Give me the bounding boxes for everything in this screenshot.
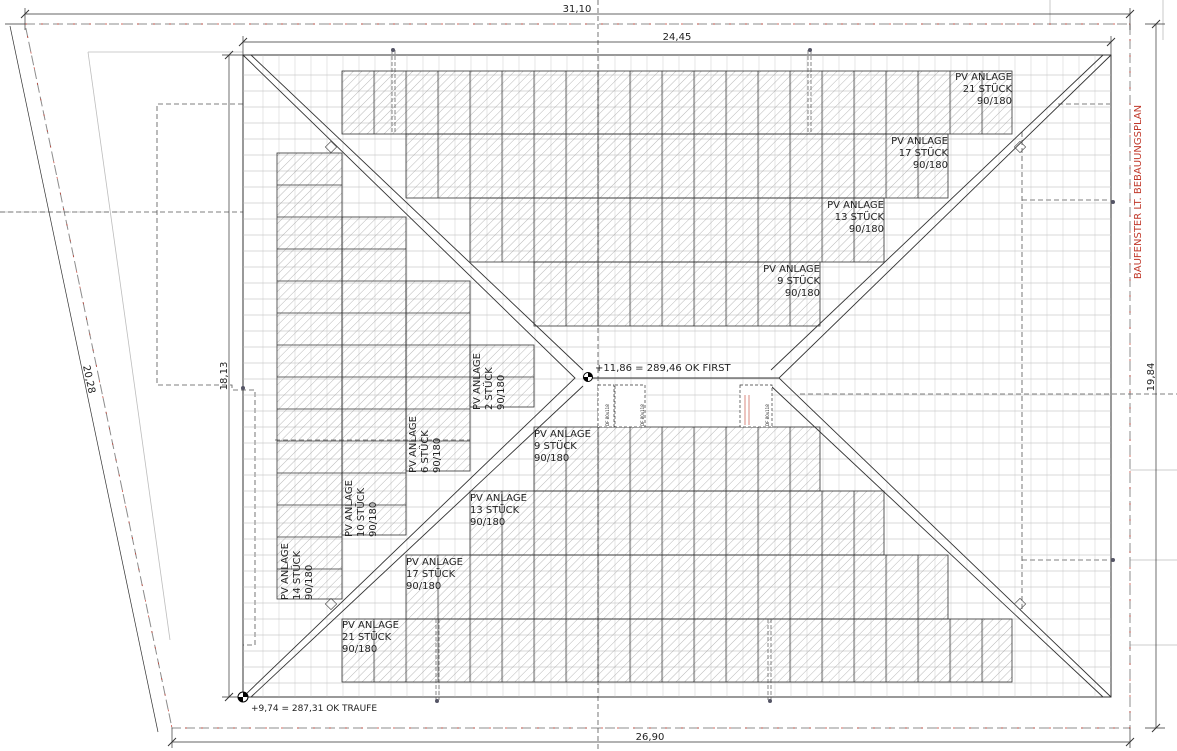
- svg-text:PV ANLAGE: PV ANLAGE: [472, 353, 483, 410]
- dimension-lines: [5, 8, 1165, 748]
- dormer-windows: [597, 384, 773, 428]
- eave-elevation-marker: [237, 691, 249, 703]
- svg-text:PV ANLAGE: PV ANLAGE: [344, 480, 355, 537]
- svg-text:90/180: 90/180: [368, 502, 379, 537]
- pv-module-grid: [277, 71, 983, 682]
- svg-text:90/180: 90/180: [406, 581, 441, 592]
- svg-text:17 STÜCK: 17 STÜCK: [406, 567, 456, 580]
- svg-text:17 STÜCK: 17 STÜCK: [899, 146, 949, 159]
- svg-text:6 STÜCK: 6 STÜCK: [418, 430, 431, 473]
- boundary-label: BAUFENSTER LT. BEBAUUNGSPLAN: [1133, 105, 1144, 279]
- svg-text:10 STÜCK: 10 STÜCK: [354, 487, 367, 537]
- svg-text:PV ANLAGE: PV ANLAGE: [408, 416, 419, 473]
- pv-label-west-1: PV ANLAGE 2 STÜCK 90/180: [472, 353, 507, 410]
- svg-text:90/180: 90/180: [432, 438, 443, 473]
- pv-label-south-2: PV ANLAGE 13 STÜCK 90/180: [470, 493, 527, 528]
- pv-label-north-3: PV ANLAGE 13 STÜCK 90/180: [827, 200, 884, 235]
- svg-text:90/180: 90/180: [849, 224, 884, 235]
- eave-elevation-label: +9,74 = 287,31 OK TRAUFE: [251, 704, 377, 714]
- svg-text:2 STÜCK: 2 STÜCK: [482, 367, 495, 410]
- pv-field-south: [341, 426, 1013, 683]
- svg-text:90/180: 90/180: [785, 288, 820, 299]
- dimension-top-outer: 31,10: [563, 4, 592, 15]
- pv-label-south-4: PV ANLAGE 21 STÜCK 90/180: [342, 620, 399, 655]
- pv-label-west-3: PV ANLAGE 10 STÜCK 90/180: [344, 480, 379, 537]
- dimension-left-inner: 18,13: [219, 362, 230, 391]
- dimension-ticks: [20, 9, 1161, 747]
- svg-text:PV ANLAGE: PV ANLAGE: [470, 493, 527, 504]
- pv-label-west-2: PV ANLAGE 6 STÜCK 90/180: [408, 416, 443, 473]
- svg-text:PV ANLAGE: PV ANLAGE: [534, 429, 591, 440]
- svg-text:90/180: 90/180: [496, 375, 507, 410]
- ridge-elevation-marker: [583, 372, 593, 382]
- svg-text:PV ANLAGE: PV ANLAGE: [891, 136, 948, 147]
- svg-text:90/180: 90/180: [304, 565, 315, 600]
- downpipe-markers: [241, 48, 1115, 703]
- svg-text:9 STÜCK: 9 STÜCK: [777, 274, 820, 287]
- dormer-label-2: DF 80x118: [640, 404, 645, 426]
- svg-text:13 STÜCK: 13 STÜCK: [470, 503, 520, 516]
- svg-text:21 STÜCK: 21 STÜCK: [963, 82, 1013, 95]
- dimension-right: 19,84: [1146, 363, 1157, 392]
- pv-label-west-4: PV ANLAGE 14 STÜCK 90/180: [280, 543, 315, 600]
- svg-text:14 STÜCK: 14 STÜCK: [290, 550, 303, 600]
- dimension-top-inner: 24,45: [663, 32, 692, 43]
- dormer-red-mark: [744, 395, 750, 425]
- svg-text:9 STÜCK: 9 STÜCK: [534, 439, 577, 452]
- svg-text:PV ANLAGE: PV ANLAGE: [827, 200, 884, 211]
- pv-label-south-3: PV ANLAGE 17 STÜCK 90/180: [406, 557, 463, 592]
- dimension-bottom: 26,90: [636, 732, 665, 743]
- dimension-left-outer: 20,28: [80, 364, 97, 394]
- svg-text:21 STÜCK: 21 STÜCK: [342, 630, 392, 643]
- roof-outline: [242, 54, 1112, 698]
- svg-text:13 STÜCK: 13 STÜCK: [835, 210, 885, 223]
- svg-text:90/180: 90/180: [534, 453, 569, 464]
- svg-text:PV ANLAGE: PV ANLAGE: [955, 72, 1012, 83]
- hip-lines: [242, 54, 1112, 698]
- dormer-label-1: DF 80x118: [605, 404, 610, 426]
- pv-label-north-1: PV ANLAGE 21 STÜCK 90/180: [955, 72, 1012, 107]
- pv-label-north-2: PV ANLAGE 17 STÜCK 90/180: [891, 136, 948, 171]
- svg-text:90/180: 90/180: [470, 517, 505, 528]
- dormer-label-3: DF 80x118: [765, 404, 770, 426]
- svg-text:PV ANLAGE: PV ANLAGE: [406, 557, 463, 568]
- svg-text:90/180: 90/180: [342, 644, 377, 655]
- eave-details: [324, 50, 1027, 700]
- ridge-elevation-label: +11,86 = 289,46 OK FIRST: [595, 363, 732, 374]
- svg-text:PV ANLAGE: PV ANLAGE: [763, 264, 820, 275]
- pv-label-north-4: PV ANLAGE 9 STÜCK 90/180: [763, 264, 820, 299]
- svg-text:90/180: 90/180: [977, 96, 1012, 107]
- svg-text:PV ANLAGE: PV ANLAGE: [280, 543, 291, 600]
- pv-field-north: [341, 70, 1013, 327]
- svg-text:PV ANLAGE: PV ANLAGE: [342, 620, 399, 631]
- pv-label-south-1: PV ANLAGE 9 STÜCK 90/180: [534, 429, 591, 464]
- svg-text:90/180: 90/180: [913, 160, 948, 171]
